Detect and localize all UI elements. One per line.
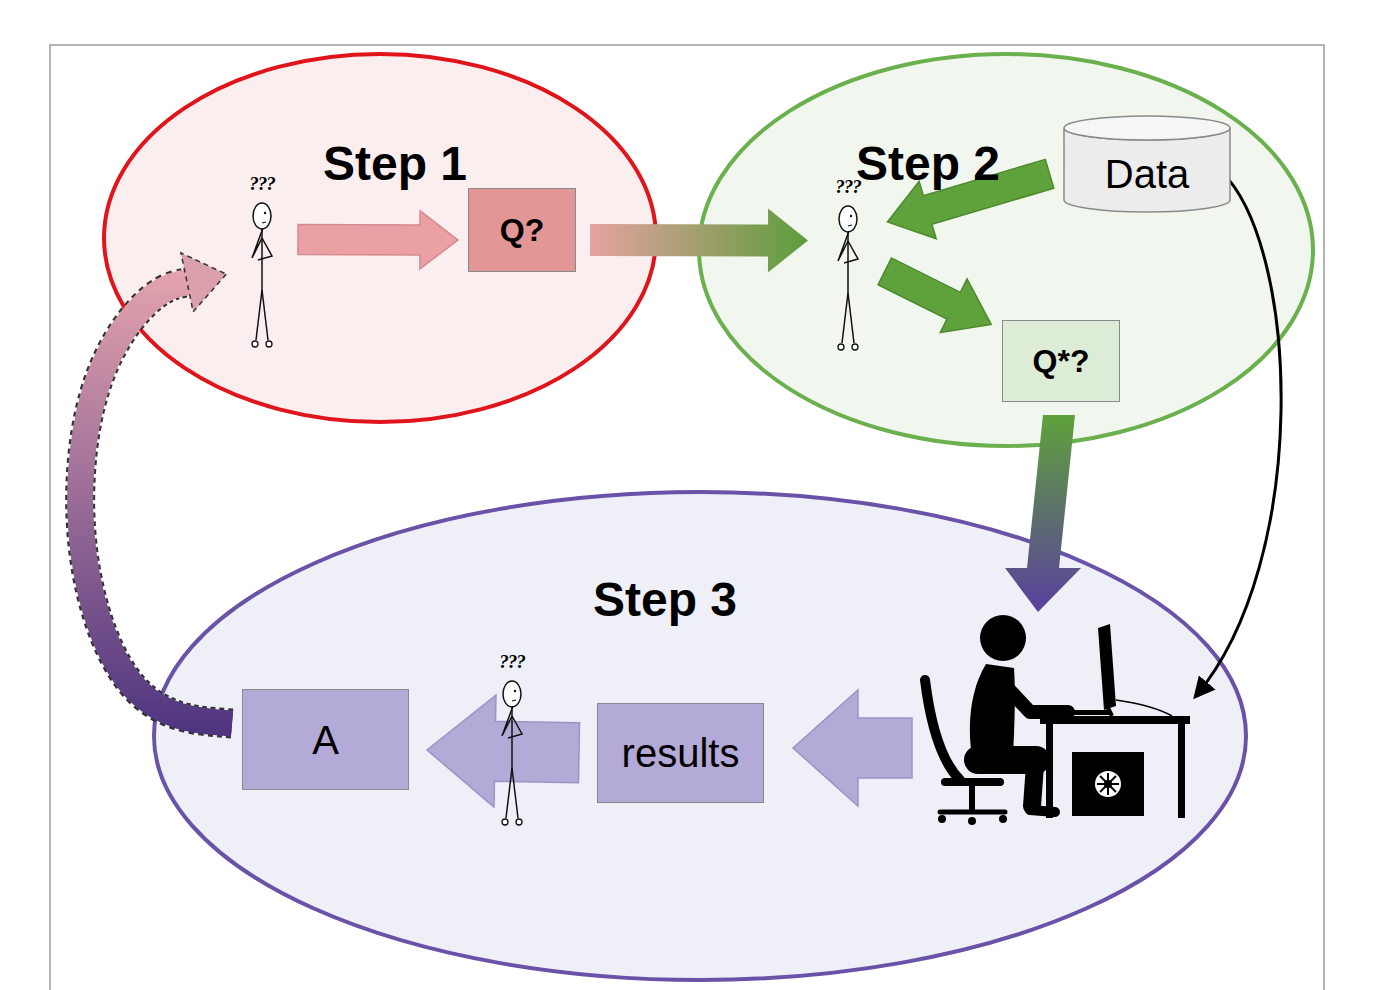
block-arrow	[887, 159, 1053, 238]
node-label: Data	[1105, 151, 1190, 197]
stick-figure	[822, 175, 874, 357]
chair-seat	[945, 778, 1000, 786]
thinking-person: ???	[486, 650, 538, 832]
chair-wheel	[968, 817, 976, 825]
feedback-arrow-band	[80, 282, 232, 723]
feedback-arrow	[80, 253, 232, 724]
node-label: Q*?	[1033, 343, 1090, 380]
fan-blades	[1097, 773, 1119, 795]
desk-leg	[1178, 722, 1185, 818]
flow-arrow	[298, 211, 458, 269]
chair-base	[940, 810, 1005, 815]
node-label: A	[312, 717, 339, 763]
frame-border	[50, 45, 1324, 990]
cable	[1116, 700, 1172, 716]
flow-arrow	[427, 695, 580, 807]
cylinder-top	[1064, 116, 1230, 140]
computer-tower	[1072, 752, 1144, 816]
flow-arrow	[590, 208, 808, 272]
fan-hub	[1104, 780, 1112, 788]
thinking-person: ???	[822, 175, 874, 357]
question-box: Q?	[468, 188, 576, 272]
chair-post	[969, 785, 975, 810]
analyst-to-results-arrow	[793, 690, 912, 806]
person-arm	[1000, 680, 1068, 712]
desk-top	[1040, 716, 1190, 724]
chair-wheel	[999, 815, 1007, 823]
block-arrow	[590, 208, 808, 272]
stick-figure-drawing	[252, 203, 272, 347]
flow-arrow	[878, 258, 991, 333]
chair-wheel	[938, 815, 946, 823]
step-region: Step 3A???results	[152, 490, 1248, 982]
data-feed-line	[1196, 172, 1281, 696]
data-store: Data	[1063, 116, 1231, 212]
monitor	[1098, 624, 1116, 710]
block-arrow	[298, 211, 458, 269]
node-label: Q?	[500, 212, 544, 249]
query-to-analyst-arrow	[1005, 415, 1081, 612]
tower-fan	[1095, 771, 1121, 797]
feedback-arrow-head	[181, 253, 226, 312]
analyst-at-computer-icon	[925, 615, 1190, 825]
chair-back	[925, 680, 960, 780]
results-box: results	[597, 703, 764, 803]
block-arrow	[878, 258, 991, 333]
question-marks: ???	[236, 172, 288, 196]
stick-figure	[486, 650, 538, 832]
flow-arrow	[887, 159, 1053, 238]
stick-figure	[236, 172, 288, 354]
thinking-person: ???	[236, 172, 288, 354]
person-shin	[1032, 765, 1035, 806]
answer-box: A	[242, 689, 409, 790]
keyboard	[1060, 710, 1110, 715]
step-title: Step 3	[117, 572, 1213, 627]
refined-question-box: Q*?	[1002, 320, 1120, 402]
step-title: Step 1	[117, 136, 673, 191]
feedback-arrow-outline	[80, 282, 232, 723]
person-head	[980, 615, 1026, 661]
node-label: results	[622, 730, 740, 776]
region-ellipse	[154, 492, 1246, 980]
stick-figure-drawing	[838, 206, 858, 350]
question-marks: ???	[486, 650, 538, 674]
block-arrow	[427, 695, 580, 807]
region-ellipse	[104, 54, 656, 422]
desk-leg	[1046, 722, 1053, 818]
question-marks: ???	[822, 175, 874, 199]
